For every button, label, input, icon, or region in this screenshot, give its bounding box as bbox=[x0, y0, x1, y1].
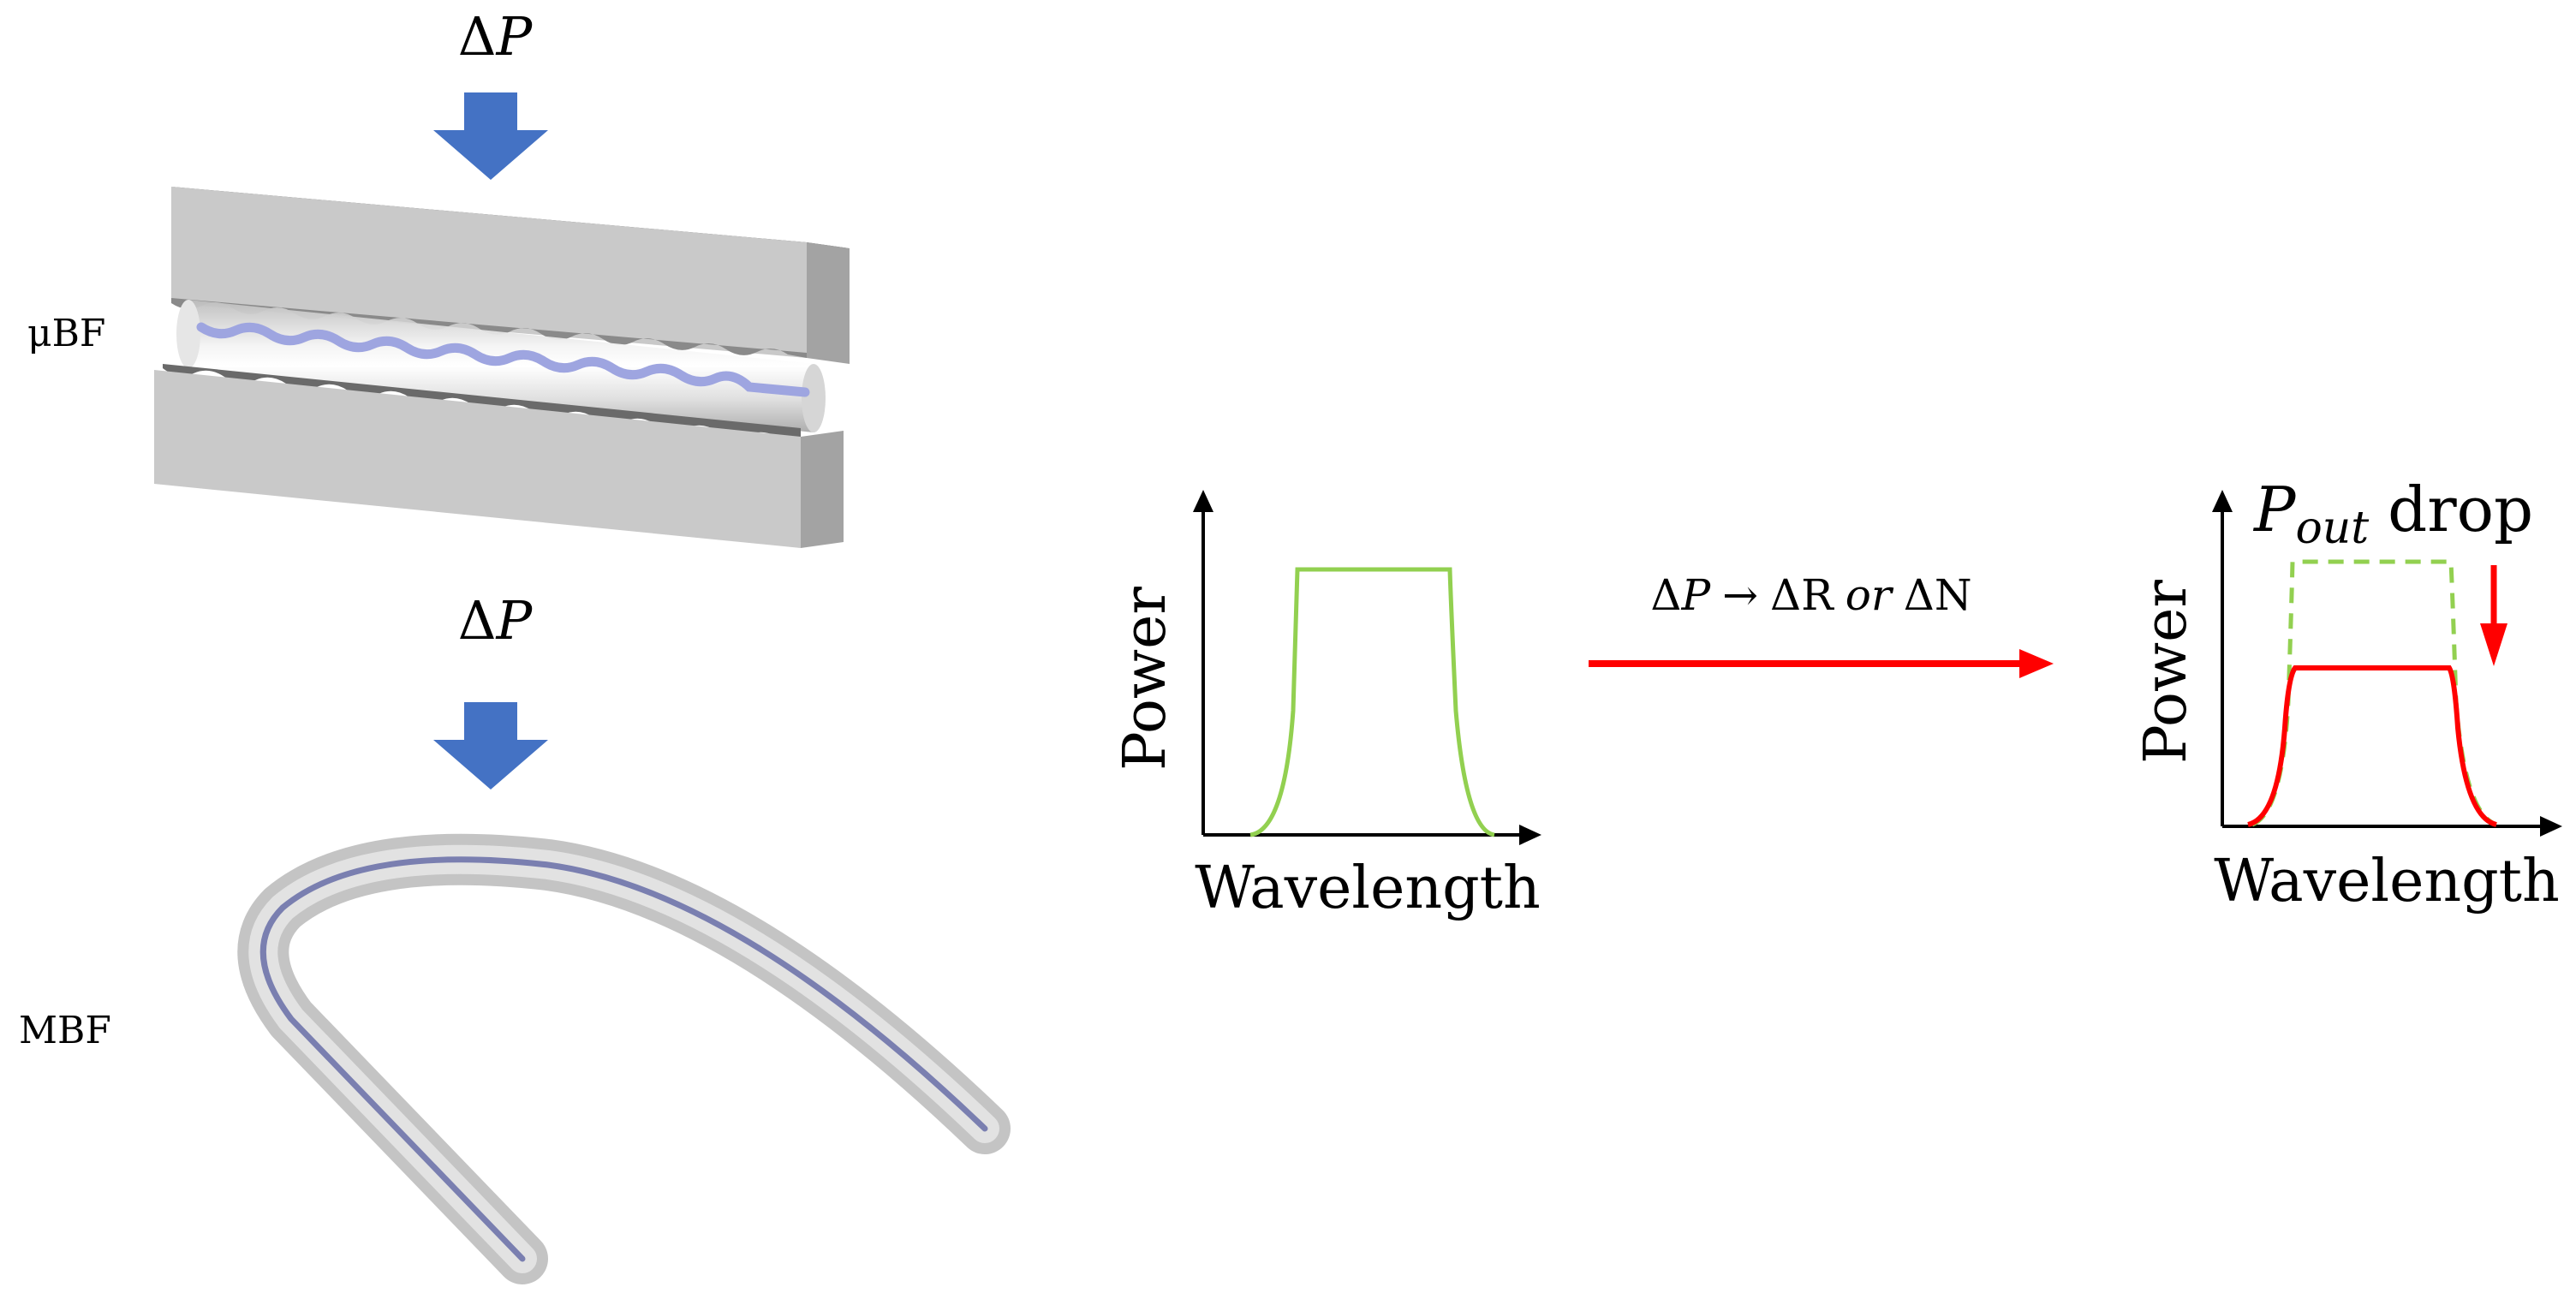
x-axis-after-arrowhead-icon bbox=[2540, 816, 2562, 837]
micro-bend-fiber bbox=[176, 300, 826, 432]
macro-bend-fiber-core bbox=[259, 856, 988, 1262]
spectrum-curve-initial bbox=[1249, 567, 1495, 837]
y-axis-after-arrowhead-icon bbox=[2212, 490, 2233, 512]
x-axis-arrowhead-icon bbox=[1519, 825, 1541, 845]
force-arrow-top-icon bbox=[433, 92, 548, 180]
macro-bend-section: ΔP MBF bbox=[19, 589, 1011, 1284]
micro-bend-label: μBF bbox=[27, 312, 105, 355]
delta-p-label-bottom: ΔP bbox=[458, 589, 534, 652]
spectrum-curve-after bbox=[2247, 665, 2497, 827]
macro-bend-label: MBF bbox=[19, 1009, 111, 1052]
force-arrow-bottom-icon bbox=[433, 702, 548, 790]
wavy-fiber-core bbox=[196, 322, 810, 397]
power-axis-label-after: Power bbox=[2132, 580, 2200, 764]
spectrum-plot-initial: Power Wavelength bbox=[1112, 490, 1541, 922]
lower-clamp-plate bbox=[154, 364, 844, 548]
drop-arrow-head-icon bbox=[2480, 623, 2507, 666]
y-axis-arrowhead-icon bbox=[1193, 490, 1213, 512]
power-axis-label-initial: Power bbox=[1112, 587, 1179, 771]
delta-p-label-top: ΔP bbox=[458, 5, 534, 68]
micro-bend-section: ΔP μBF bbox=[27, 5, 850, 548]
macro-bend-fiber bbox=[237, 833, 1011, 1284]
wavelength-axis-label-after: Wavelength bbox=[2214, 848, 2560, 915]
wavelength-axis-label-initial: Wavelength bbox=[1195, 855, 1541, 922]
transition-arrow-head-icon bbox=[2019, 649, 2054, 678]
